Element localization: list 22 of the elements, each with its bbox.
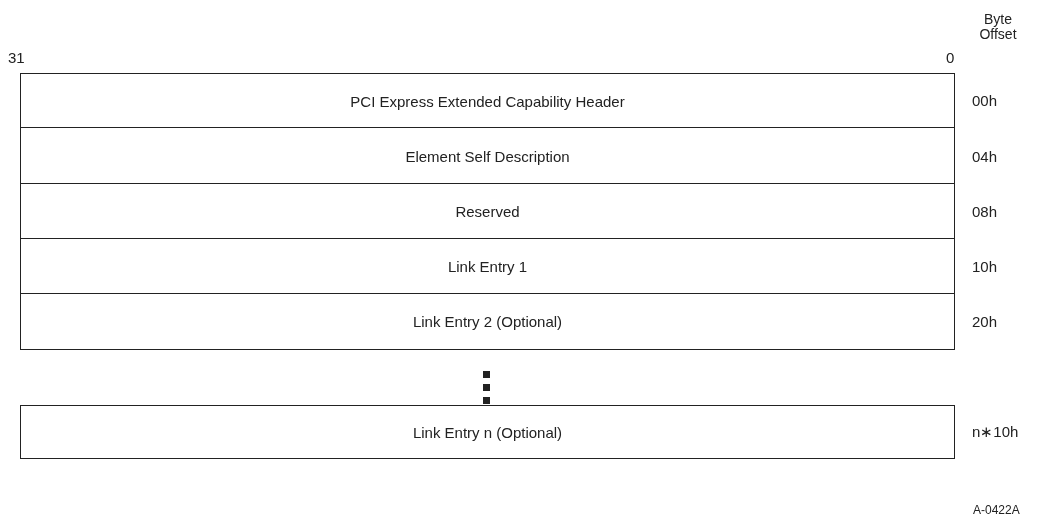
byte-offset: 08h — [972, 203, 998, 220]
field-name: Element Self Description — [405, 147, 570, 165]
register-row — [20, 127, 955, 185]
byte-offset: 20h — [972, 313, 998, 330]
field-name: Link Entry 1 — [447, 258, 528, 275]
bit-number: 31 — [8, 49, 25, 66]
field-name: Link Entry 2 (Optional) — [412, 313, 563, 330]
byte-offset: 10h — [972, 258, 998, 275]
register-row — [20, 183, 955, 240]
bit-number: 0 — [946, 49, 955, 66]
field-name: Link Entry n (Optional) — [412, 423, 563, 441]
byte-offset: 00h — [972, 92, 998, 109]
register-row — [20, 405, 955, 459]
field-name: Reserved — [455, 203, 520, 220]
register-row — [20, 293, 955, 350]
column-heading: Byte Offset — [978, 12, 1018, 42]
figure-id: A-0422A — [973, 503, 1020, 517]
register-row — [20, 238, 955, 295]
byte-offset: n∗10h — [972, 423, 1019, 441]
register-row — [20, 73, 955, 129]
field-name: PCI Express Extended Capability Header — [350, 92, 625, 110]
byte-offset: 04h — [972, 147, 998, 165]
